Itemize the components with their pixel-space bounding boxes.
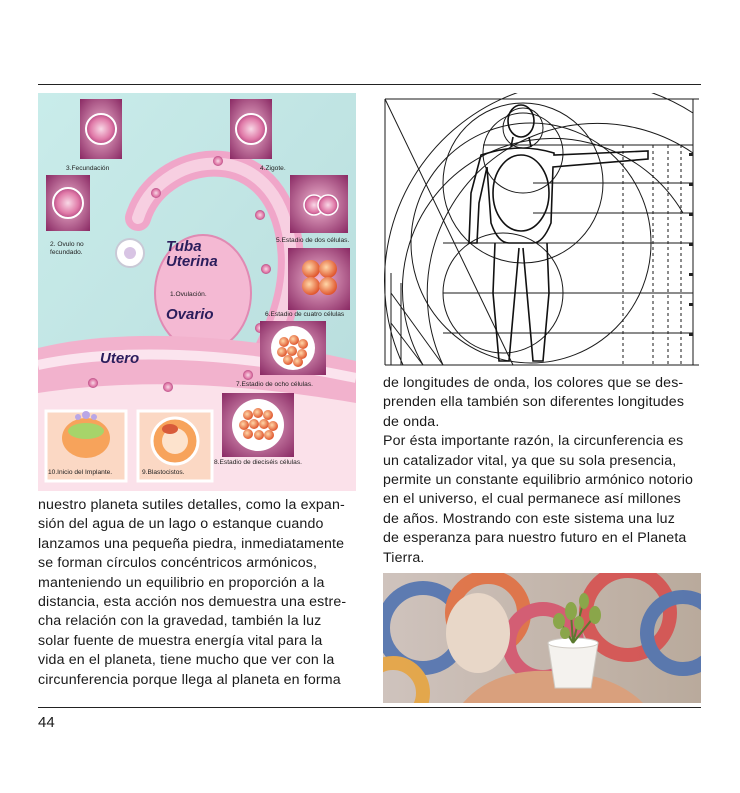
text-line: Tierra. — [383, 549, 425, 566]
label-zigote: 4.Zigote. — [260, 165, 286, 172]
text-line: de onda. — [383, 413, 440, 430]
text-line: prenden ella también son diferentes long… — [383, 394, 685, 411]
label-dos-celulas: 5.Estadio de dos células. — [276, 237, 350, 244]
label-blastocistos: 9.Blastocistos. — [142, 469, 185, 476]
label-ovario: Ovario — [166, 306, 214, 323]
plant-photo-art — [383, 573, 701, 703]
label-ovulacion: 1.Ovulación. — [170, 291, 207, 298]
plant-in-cup-photo — [383, 573, 701, 703]
embryo-development-illustration: 3.Fecundación 4.Zigote. 2. Ovulo no fecu… — [38, 93, 356, 491]
label-implante: 10.Inicio del Implante. — [48, 469, 113, 476]
text-line: Por ésta importante razón, la circunfere… — [383, 433, 684, 450]
text-line: cha relación con la gravedad, también la… — [38, 613, 322, 630]
label-ovulo-no: 2. Ovulo no — [50, 241, 84, 248]
body-text-left-column: nuestro planeta sutiles detalles, como l… — [38, 496, 356, 690]
text-line: un catalizador vital, ya que su sola pre… — [383, 452, 677, 469]
label-fecundacion: 3.Fecundación — [66, 165, 110, 172]
label-ocho-celulas: 7.Estadio de ocho células. — [236, 381, 313, 388]
label-ovulo-fecundado: fecundado. — [50, 249, 83, 256]
text-line: se forman círculos concéntricos armónico… — [38, 555, 318, 572]
text-line: de longitudes de onda, los colores que s… — [383, 375, 684, 391]
text-line: permite un constante equilibrio armónico… — [383, 472, 694, 489]
text-line: vida en el planeta, tiene mucho que ver … — [38, 652, 335, 669]
label-utero: Utero — [100, 350, 140, 367]
text-line: nuestro planeta sutiles detalles, como l… — [38, 497, 345, 513]
proportion-diagram-art — [384, 93, 699, 366]
text-line: en el universo, el cual permanece así mi… — [383, 491, 681, 508]
text-line: solar fuente de muestra energía vital pa… — [38, 632, 323, 649]
bottom-rule — [38, 707, 701, 708]
text-line: de esperanza para nuestro futuro en el P… — [383, 530, 687, 547]
text-line: sión del agua de un lago o estanque cuan… — [38, 516, 324, 533]
text-line: circunferencia porque llega al planeta e… — [38, 671, 341, 688]
label-uterina: Uterina — [166, 253, 218, 270]
embryo-illustration-art — [38, 93, 356, 491]
top-rule — [38, 84, 701, 85]
human-proportion-drawing — [383, 93, 701, 371]
text-line: distancia, esta acción nos demuestra una… — [38, 594, 347, 611]
label-tuba: Tuba — [166, 238, 202, 255]
page-number: 44 — [38, 714, 55, 731]
label-cuatro-celulas: 6.Estadio de cuatro células — [265, 311, 345, 318]
text-line: manteniendo un equilibrio en proporción … — [38, 574, 325, 591]
body-text-right-column: de longitudes de onda, los colores que s… — [383, 374, 701, 568]
text-line: de años. Mostrando con este sistema una … — [383, 510, 675, 527]
text-line: lanzamos una pequeña piedra, inmediatame… — [38, 535, 345, 552]
label-dieciseis: 8.Estadio de dieciséis células. — [214, 459, 302, 466]
